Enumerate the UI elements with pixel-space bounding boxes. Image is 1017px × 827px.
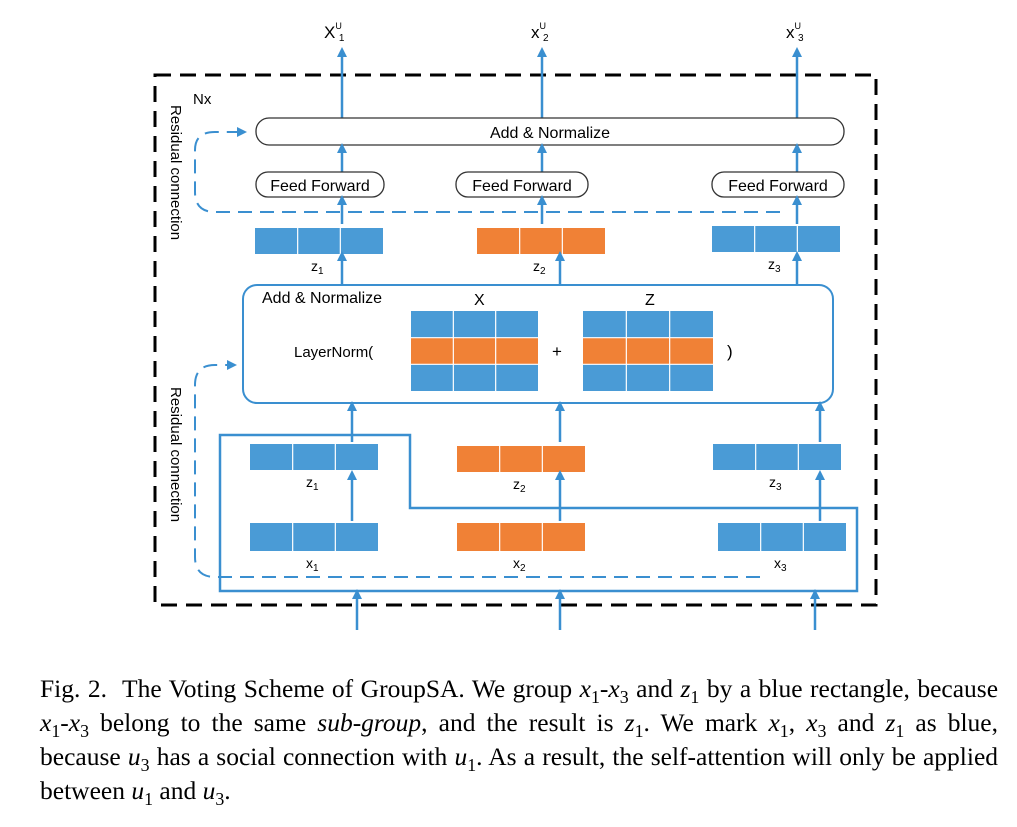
feed-forward-group: Feed Forward Feed Forward Feed Forward — [255, 171, 845, 198]
x-input-block-1: x1 — [250, 523, 378, 574]
matrix-x — [411, 311, 538, 391]
add-normalize-top-label: Add & Normalize — [490, 125, 610, 142]
x-input-block-3-label: x3 — [774, 555, 787, 574]
matrix-z-label: Z — [645, 292, 655, 309]
residual-connection-bottom — [194, 360, 760, 578]
voting-scheme-diagram: Nx Residual connection Residual connecti… — [153, 21, 878, 630]
upper-z-blocks: z1 z2 z3 — [255, 226, 840, 277]
matrix-row-1 — [583, 311, 713, 338]
caption-prefix: Fig. 2. — [40, 674, 108, 703]
feed-forward-1-label: Feed Forward — [270, 178, 370, 195]
matrix-row-2 — [411, 337, 538, 365]
matrix-row-3 — [583, 364, 713, 391]
close-paren: ) — [727, 342, 733, 361]
z-to-ff-arrows — [337, 195, 802, 224]
addnorm-to-z-arrows — [337, 251, 802, 285]
lower-z-block-3-label: z3 — [769, 474, 782, 493]
x-to-z-arrows — [347, 470, 825, 521]
input-arrows — [352, 589, 820, 630]
figure-caption: Fig. 2. The Voting Scheme of GroupSA. We… — [40, 674, 999, 810]
x-input-block-3: x3 — [718, 523, 846, 574]
upper-z-block-1: z1 — [255, 228, 383, 277]
matrix-z — [583, 311, 713, 391]
lower-z-block-3: z3 — [713, 444, 841, 493]
add-normalize-mid-label: Add & Normalize — [262, 290, 382, 307]
nx-frame — [153, 73, 878, 607]
matrix-row-3 — [411, 364, 538, 391]
sub-group-rectangle — [218, 433, 859, 593]
upper-z-block-3-label: z3 — [768, 256, 781, 275]
x-input-block-2: x2 — [457, 523, 585, 574]
residual-connection-top — [194, 127, 780, 213]
x-input-block-1-label: x1 — [306, 555, 319, 574]
lower-z-block-1-label: z1 — [306, 474, 319, 493]
upper-z-block-1-label: z1 — [311, 258, 324, 277]
upper-z-block-2: z2 — [477, 228, 605, 277]
output-arrows — [337, 47, 802, 118]
matrix-x-label: X — [474, 292, 485, 309]
feed-forward-2 — [455, 171, 589, 198]
feed-forward-3-label: Feed Forward — [728, 178, 828, 195]
feed-forward-1 — [255, 171, 385, 198]
feed-forward-3 — [711, 171, 845, 198]
caption-text-1: The Voting Scheme of GroupSA. We group — [122, 674, 573, 703]
plus-sign: + — [552, 342, 562, 361]
feed-forward-2-label: Feed Forward — [472, 178, 572, 195]
upper-z-block-2-label: z2 — [533, 258, 546, 277]
residual-label-top: Residual connection — [167, 105, 184, 240]
caption-sub-group: sub-group — [317, 708, 422, 737]
x-input-blocks: x1 x2 x3 — [250, 523, 846, 574]
lower-z-block-2-label: z2 — [513, 476, 526, 495]
matrix-row-2 — [583, 337, 713, 365]
nx-label: Nx — [193, 91, 212, 108]
lower-z-to-addnorm-arrows — [347, 401, 825, 442]
lower-z-block-1: z1 — [250, 444, 378, 493]
x-input-block-2-label: x2 — [513, 555, 526, 574]
lower-z-blocks: z1 z2 z3 — [250, 444, 841, 495]
lower-z-block-2: z2 — [457, 446, 585, 495]
residual-label-bottom: Residual connection — [167, 387, 184, 522]
upper-z-block-3: z3 — [712, 226, 840, 275]
matrix-row-1 — [411, 311, 538, 338]
add-normalize-top — [255, 117, 845, 146]
ff-to-addnorm-arrows — [337, 143, 802, 172]
layernorm-open: LayerNorm( — [294, 344, 373, 361]
